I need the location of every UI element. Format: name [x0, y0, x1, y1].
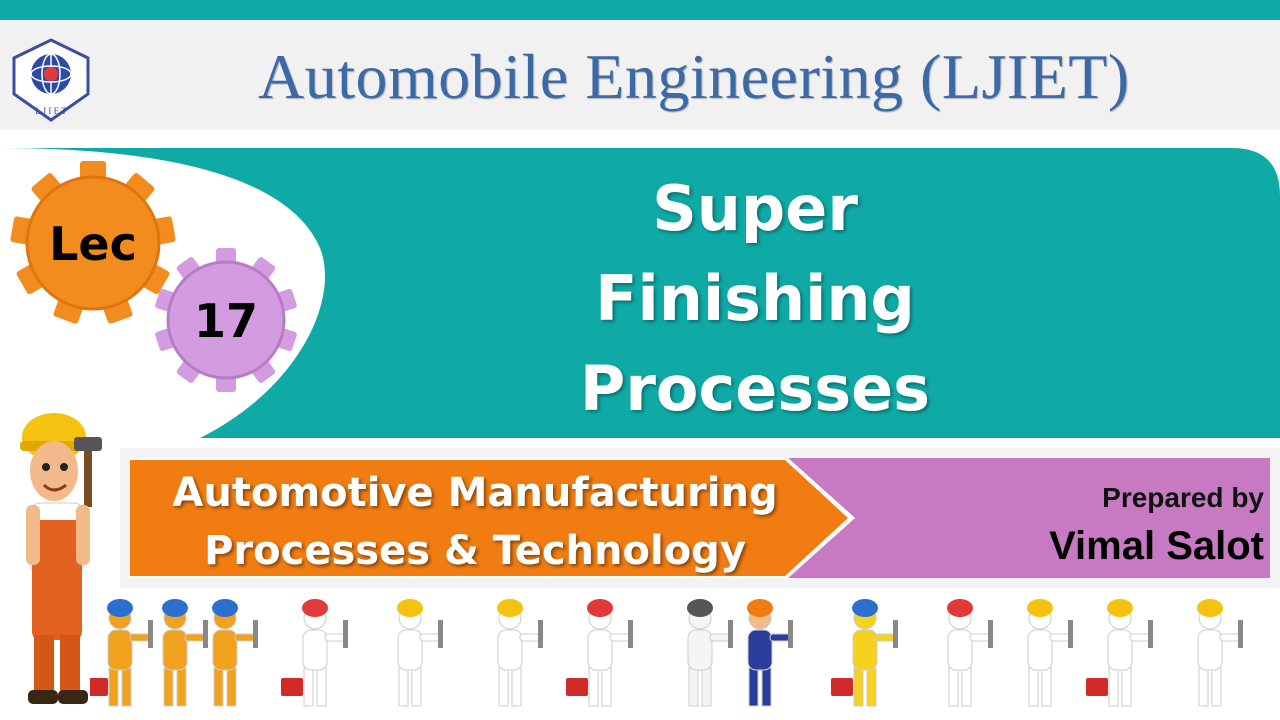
header-band	[0, 20, 1280, 130]
prepared-by-label: Prepared by	[1102, 482, 1264, 513]
worker-figure-icon	[566, 599, 633, 707]
gear-icon-small: 17	[155, 248, 297, 392]
worker-figure-icon	[162, 599, 208, 707]
header-title: Automobile Engineering (LJIET)	[258, 41, 1130, 112]
university-logo-icon: L J I E T	[12, 38, 90, 122]
worker-figure-icon	[397, 599, 443, 707]
worker-figure-icon	[1197, 599, 1243, 707]
worker-figure-icon	[831, 599, 898, 707]
lecture-prefix: Lec	[49, 217, 137, 271]
worker-figure-icon	[947, 599, 993, 707]
worker-figure-icon	[497, 599, 543, 707]
worker-figure-icon	[281, 599, 348, 707]
worker-figure-icon	[1027, 599, 1073, 707]
title-panel	[0, 148, 1280, 438]
construction-worker-mascot-icon	[20, 413, 102, 704]
worker-figure-icon	[687, 599, 733, 707]
topic-title-line-3: Processes	[579, 352, 931, 425]
author-name: Vimal Salot	[1049, 524, 1264, 568]
worker-figure-icon	[90, 599, 153, 707]
lecture-gears: Lec 17	[10, 161, 297, 392]
top-accent-bar	[0, 0, 1280, 20]
worker-figure-icon	[1086, 599, 1153, 707]
topic-title-line-1: Super	[652, 172, 858, 245]
lecture-number: 17	[194, 294, 258, 348]
worker-figure-group-icon	[90, 599, 1243, 707]
gear-icon-large: Lec	[10, 161, 176, 324]
course-title-line-1: Automotive Manufacturing	[172, 470, 778, 516]
logo-lettering: L J I E T	[35, 106, 67, 116]
course-ribbon	[120, 448, 1280, 588]
worker-figure-icon	[747, 599, 793, 707]
course-title-line-2: Processes & Technology	[204, 528, 746, 574]
topic-title-line-2: Finishing	[595, 262, 915, 335]
worker-figure-icon	[212, 599, 258, 707]
